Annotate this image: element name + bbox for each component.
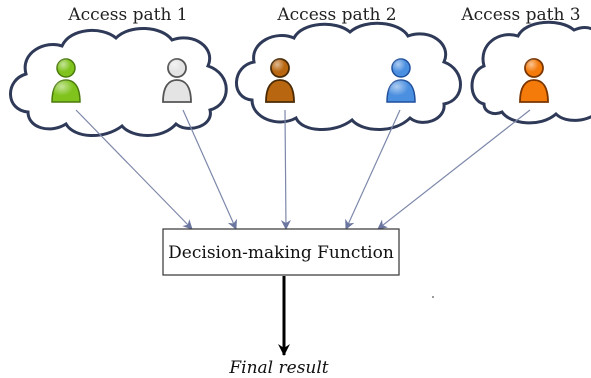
decision-function-box: Decision-making Function (162, 228, 400, 276)
user-icon (51, 58, 81, 103)
access-path-1-label: Access path 1 (67, 5, 187, 25)
arrow-user-3 (280, 109, 291, 230)
cloud-access-path-2 (235, 21, 462, 132)
user-icon (162, 58, 192, 103)
access-path-2-label: Access path 2 (276, 5, 396, 25)
arrow-user-5 (377, 109, 531, 230)
user-body (519, 79, 549, 103)
access-path-3-label: Access path 3 (460, 5, 580, 25)
connector-arrows (75, 109, 531, 230)
user-body (162, 79, 192, 103)
decision-function-label: Decision-making Function (168, 243, 394, 263)
stray-dot (432, 296, 434, 298)
cloud-access-path-1 (9, 26, 228, 138)
user-icon (519, 58, 549, 103)
arrow-user-2 (182, 109, 237, 230)
user-icon (265, 58, 295, 103)
user-icon (386, 58, 416, 103)
arrow-user-4 (345, 109, 401, 230)
final-result-label: Final result (228, 358, 328, 378)
arrow-user-1 (75, 109, 193, 230)
user-body (265, 79, 295, 103)
